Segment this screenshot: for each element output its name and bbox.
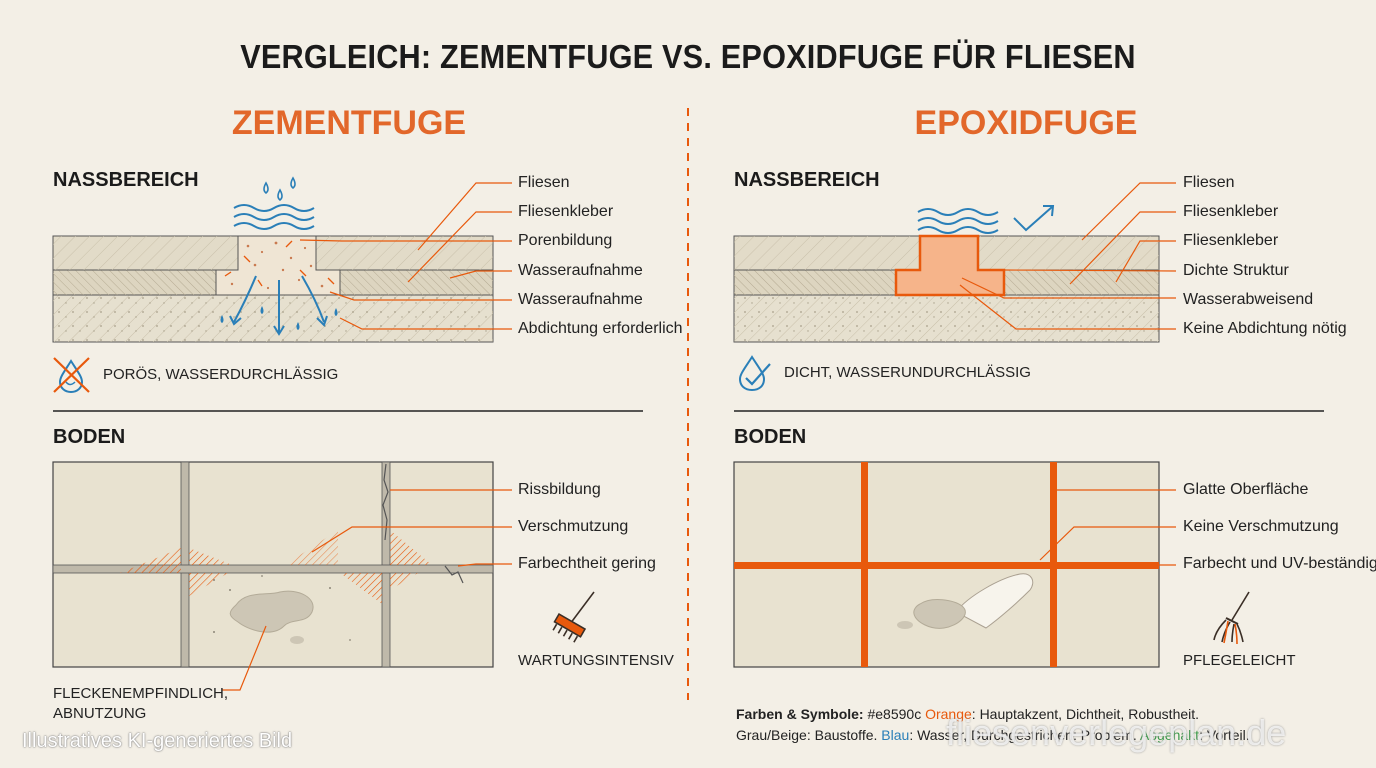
right-floor-label-smooth: Glatte Oberfläche (1183, 481, 1309, 498)
left-wet-diagram (52, 176, 512, 343)
left-column-heading: ZEMENTFUGE (231, 104, 467, 142)
right-floor-label-uv: Farbecht und UV-beständig (1183, 555, 1376, 572)
water-drop-crossed-icon (53, 357, 90, 394)
legend-line-1: Farben & Symbole: #e8590c Orange: Haupta… (736, 706, 1199, 722)
left-wet-label-absorption-1: Wasseraufnahme (518, 262, 643, 279)
left-floor-maintenance: WARTUNGSINTENSIV (518, 652, 674, 669)
left-floor-caption-line1: FLECKENEMPFINDLICH, (53, 685, 229, 702)
right-floor-label-no-dirt: Keine Verschmutzung (1183, 518, 1339, 535)
left-wet-label-sealing: Abdichtung erforderlich (518, 320, 683, 337)
legend-blue-word: Blau (881, 727, 910, 743)
legend-blue-text: : Wasser, Durchgestrichen: Problem. (909, 727, 1140, 743)
right-wet-label-adhesive-1: Fliesenkleber (1183, 203, 1279, 220)
legend-green-text: : Vorteil. (1199, 727, 1250, 743)
right-column-heading: EPOXIDFUGE (914, 104, 1138, 142)
right-floor-maintenance: PFLEGELEICHT (1183, 652, 1296, 669)
left-wet-label-pores: Porenbildung (518, 232, 613, 249)
right-wet-label-repellent: Wasserabweisend (1183, 291, 1314, 308)
right-wet-diagram (733, 182, 1177, 343)
left-wet-label-tiles: Fliesen (518, 174, 570, 191)
page-title: VERGLEICH: ZEMENTFUGE VS. EPOXIDFUGE FÜR… (240, 38, 1136, 75)
watermark-site: fliesenverlegeplan.de (946, 712, 1287, 753)
right-wet-label-dense: Dichte Struktur (1183, 262, 1289, 279)
legend-heading: Farben & Symbole: (736, 706, 864, 722)
right-floor-heading: BODEN (734, 426, 807, 448)
legend-orange-text: : Hauptakzent, Dichtheit, Robustheit. (971, 706, 1200, 722)
left-floor-label-dirt: Verschmutzung (518, 518, 629, 535)
left-floor-diagram (52, 461, 512, 691)
right-wet-label-adhesive-2: Fliesenkleber (1183, 232, 1279, 249)
left-wet-caption: PORÖS, WASSERDURCHLÄSSIG (103, 366, 339, 383)
legend-line2-start: Grau/Beige: Baustoffe. (736, 727, 882, 743)
scrub-brush-icon (552, 591, 595, 643)
left-wet-heading: NASSBEREICH (53, 169, 199, 191)
right-wet-label-no-sealing: Keine Abdichtung nötig (1183, 320, 1347, 337)
left-floor-caption-line2: ABNUTZUNG (53, 705, 147, 722)
watermark-ai-notice: Illustratives KI-generiertes Bild (22, 730, 293, 752)
legend-line-2: Grau/Beige: Baustoffe. Blau: Wasser, Dur… (736, 727, 1250, 743)
mop-icon (1213, 591, 1250, 645)
left-floor-heading: BODEN (53, 426, 126, 448)
legend-orange-word: Orange (925, 706, 972, 722)
left-wet-label-absorption-2: Wasseraufnahme (518, 291, 643, 308)
water-drop-check-icon (738, 355, 771, 392)
left-floor-label-colorfast: Farbechtheit gering (518, 555, 656, 572)
right-wet-label-tiles: Fliesen (1183, 174, 1235, 191)
right-floor-diagram (733, 461, 1176, 668)
legend-green-word: Abgehakt (1139, 727, 1200, 743)
left-floor-label-cracks: Rissbildung (518, 481, 601, 498)
left-wet-label-adhesive: Fliesenkleber (518, 203, 614, 220)
legend-hex: #e8590c (867, 706, 922, 722)
right-wet-heading: NASSBEREICH (734, 169, 880, 191)
right-wet-caption: DICHT, WASSERUNDURCHLÄSSIG (784, 364, 1031, 381)
